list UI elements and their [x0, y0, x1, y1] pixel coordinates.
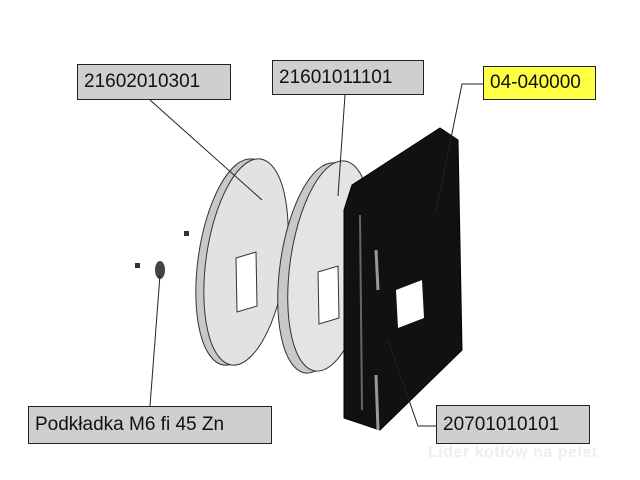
watermark-logo: Lider kotłów na pelet: [428, 444, 598, 461]
nut-part: [184, 231, 189, 236]
plate-part: [343, 127, 463, 431]
bolt-part: [135, 263, 140, 268]
washer-part: [155, 261, 165, 279]
leader-lines: [149, 83, 483, 427]
label-plate: 04-040000: [483, 66, 596, 100]
label-washer: Podkładka M6 fi 45 Zn: [28, 406, 272, 444]
label-disc-inner: 21601011101: [272, 60, 424, 95]
label-bracket: 20701010101: [436, 405, 590, 444]
label-disc-outer: 21602010301: [77, 64, 231, 100]
